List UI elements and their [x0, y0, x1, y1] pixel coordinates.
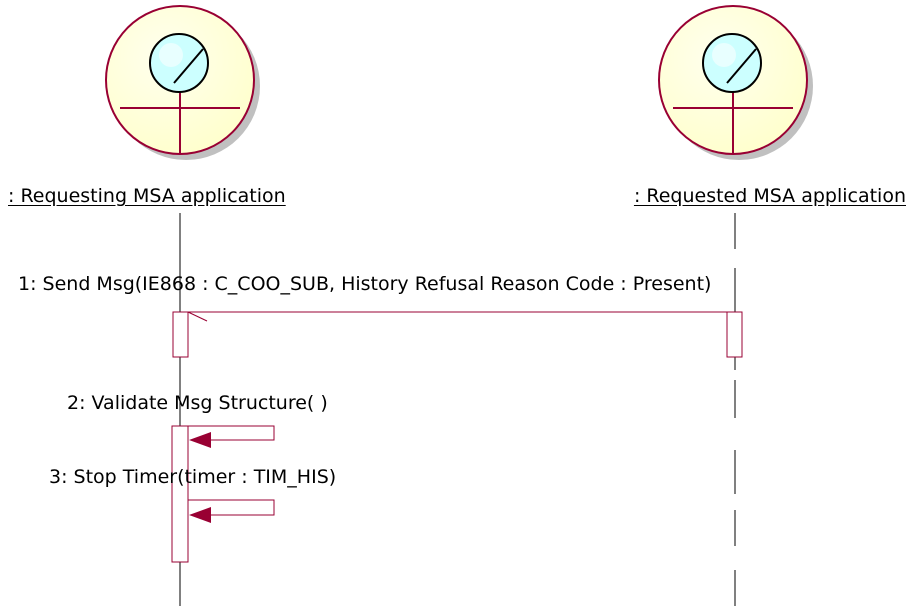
- activation-box: [172, 311, 189, 358]
- message-line: [188, 425, 275, 441]
- actor-lens-highlight: [159, 43, 183, 67]
- message-2-self-call: [188, 425, 275, 448]
- actor-lens-needle: [173, 48, 204, 84]
- open-arrowhead: [187, 311, 208, 322]
- message-2-label: 2: Validate Msg Structure( ): [67, 392, 328, 414]
- business-actor-icon: [105, 5, 260, 160]
- actor-lens-highlight: [712, 43, 736, 67]
- actor-name-requesting: : Requesting MSA application: [8, 185, 286, 207]
- filled-arrowhead: [189, 507, 211, 523]
- filled-arrowhead: [189, 432, 211, 448]
- message-3-self-call: [188, 499, 275, 523]
- actor-lens-needle: [726, 48, 757, 84]
- business-actor-icon: [658, 5, 813, 160]
- actor-name-requested: : Requested MSA application: [633, 185, 906, 207]
- activation-box: [171, 425, 189, 563]
- message-1-label: 1: Send Msg(IE868 : C_COO_SUB, History R…: [18, 273, 712, 295]
- activation-box: [726, 311, 743, 358]
- message-1-arrow: [187, 311, 727, 322]
- message-3-label: 3: Stop Timer(timer : TIM_HIS): [49, 466, 337, 488]
- message-line: [188, 499, 275, 516]
